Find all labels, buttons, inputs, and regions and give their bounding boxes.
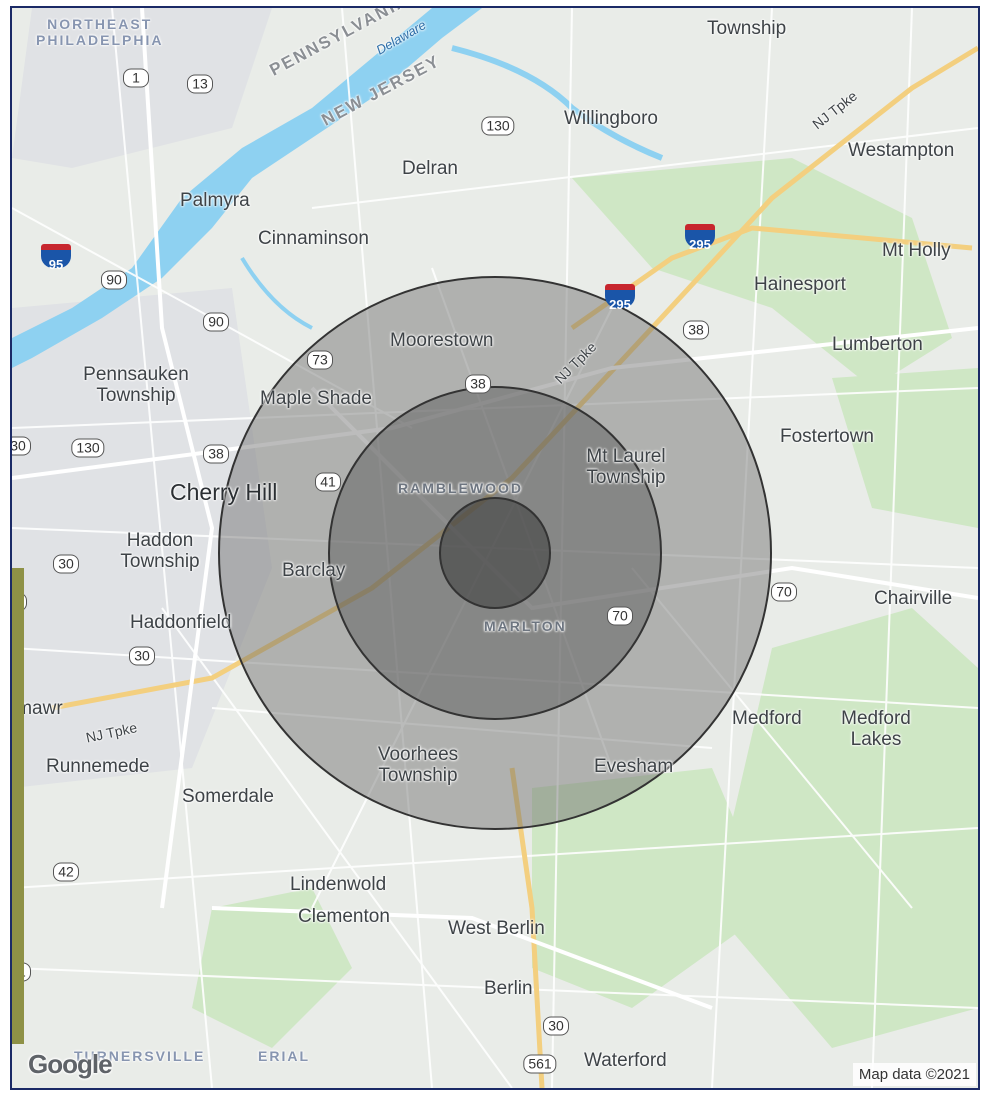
label-berlin: Berlin [484, 978, 533, 999]
map-frame[interactable]: NORTHEAST PHILADELPHIA Township PENNSYLV… [10, 6, 980, 1090]
label-delran: Delran [402, 158, 458, 179]
label-turnersville: TURNERSVILLE [74, 1048, 206, 1064]
route-shield-rt73: 73 [307, 350, 333, 370]
label-medford-lakes: Medford Lakes [841, 708, 911, 750]
interstate-shield-i95: 95 [41, 244, 71, 272]
route-shield-rt561: 561 [523, 1054, 557, 1074]
route-shield-us130-south: 130 [71, 438, 105, 458]
route-shield-us13: 13 [187, 74, 213, 94]
label-somerdale: Somerdale [182, 786, 274, 807]
map-attribution[interactable]: Map data ©2021 [852, 1063, 976, 1086]
route-shield-rt42: 42 [53, 862, 79, 882]
route-shield-us30-berlin: 30 [543, 1016, 569, 1036]
label-bellmawr: lmawr [12, 698, 63, 719]
label-barclay: Barclay [282, 560, 346, 581]
label-haddonfield: Haddonfield [130, 612, 232, 633]
route-shield-us30-haddon: 30 [53, 554, 79, 574]
label-haddon-township: Haddon Township [120, 530, 200, 572]
radius-rings [218, 276, 772, 830]
interstate-shield-i295-east: 295 [685, 224, 715, 252]
route-shield-rt41: 41 [315, 472, 341, 492]
label-fostertown: Fostertown [780, 426, 874, 447]
route-shield-us130-north: 130 [481, 116, 515, 136]
route-shield-rt90-south: 90 [203, 312, 229, 332]
label-palmyra: Palmyra [180, 190, 250, 211]
inner-radius-ring [439, 497, 551, 609]
route-shield-rt70-marlton: 70 [607, 606, 633, 626]
label-medford: Medford [732, 708, 802, 729]
label-erial: ERIAL [258, 1048, 310, 1064]
route-shield-rt38-center: 38 [465, 374, 491, 394]
label-burlington-township: Township [707, 18, 787, 39]
label-runnemede: Runnemede [46, 756, 150, 777]
label-lindenwold: Lindenwold [290, 874, 387, 895]
label-cherry-hill: Cherry Hill [170, 479, 278, 505]
label-waterford: Waterford [584, 1050, 667, 1071]
route-shield-us1: 1 [123, 68, 149, 88]
local-roads [12, 8, 978, 1088]
label-hainesport: Hainesport [754, 274, 846, 295]
label-pennsauken-township: Pennsauken Township [83, 364, 189, 406]
route-shield-rt38-west: 38 [203, 444, 229, 464]
route-shield-rt90-north: 90 [101, 270, 127, 290]
route-shield-rt70-east: 70 [771, 582, 797, 602]
label-mt-holly: Mt Holly [882, 240, 951, 261]
label-mt-laurel-township: Mt Laurel Township [586, 446, 666, 488]
label-west-berlin: West Berlin [448, 918, 545, 939]
label-lumberton: Lumberton [832, 334, 923, 355]
secondary-roads [12, 8, 978, 1010]
label-cinnaminson: Cinnaminson [258, 228, 369, 249]
interstate-shield-i295-center: 295 [605, 284, 635, 312]
label-marlton: MARLTON [484, 618, 567, 634]
map-canvas[interactable] [12, 8, 978, 1088]
label-evesham: Evesham [594, 756, 674, 777]
route-shield-us30-edge: 30 [12, 436, 31, 456]
olive-side-panel [12, 568, 24, 1044]
label-moorestown: Moorestown [390, 330, 494, 351]
route-shield-us30-haddonfield: 30 [129, 646, 155, 666]
label-ramblewood: RAMBLEWOOD [398, 480, 523, 496]
label-clementon: Clementon [298, 906, 390, 927]
google-logo[interactable]: Google [28, 1049, 113, 1079]
label-voorhees-township: Voorhees Township [377, 744, 459, 786]
label-chairville: Chairville [874, 588, 953, 609]
label-maple-shade: Maple Shade [260, 388, 372, 409]
rancocas-creek [451, 45, 664, 161]
urban-areas [12, 8, 272, 788]
route-shield-rt38-east: 38 [683, 320, 709, 340]
label-willingboro: Willingboro [564, 108, 658, 129]
pennsauken-creek [240, 256, 313, 330]
delaware-river [12, 8, 482, 368]
label-westampton: Westampton [848, 140, 955, 161]
label-northeast-philadelphia: NORTHEAST PHILADELPHIA [36, 16, 164, 48]
